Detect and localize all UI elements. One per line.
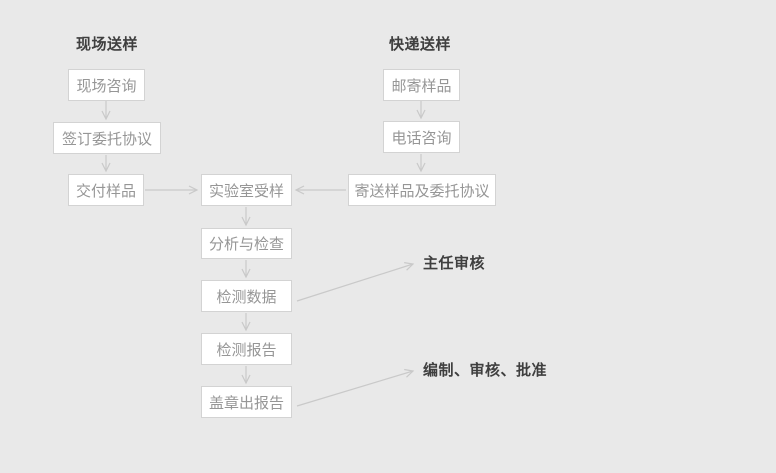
heading-express-delivery: 快递送样 [389, 36, 452, 53]
box-sign-commission-agreement: 签订委托协议 [53, 122, 161, 154]
label-director-review: 主任审核 [423, 255, 486, 272]
box-deliver-sample: 交付样品 [68, 174, 144, 206]
box-stamped-report-issue: 盖章出报告 [201, 386, 292, 418]
box-send-sample-and-agreement: 寄送样品及委托协议 [348, 174, 496, 206]
box-mail-sample: 邮寄样品 [383, 69, 460, 101]
box-test-report: 检测报告 [201, 333, 292, 365]
arrow-stamp-to-compile-review [296, 368, 415, 407]
box-test-data: 检测数据 [201, 280, 292, 312]
box-onsite-consultation: 现场咨询 [68, 69, 145, 101]
label-compile-review-approve: 编制、审核、批准 [423, 362, 548, 379]
box-analysis-and-inspection: 分析与检查 [201, 228, 292, 259]
heading-onsite-delivery: 现场送样 [76, 36, 139, 53]
box-phone-consultation: 电话咨询 [383, 121, 460, 153]
arrow-data-to-director-review [296, 262, 415, 302]
box-lab-receives-sample: 实验室受样 [201, 174, 292, 206]
